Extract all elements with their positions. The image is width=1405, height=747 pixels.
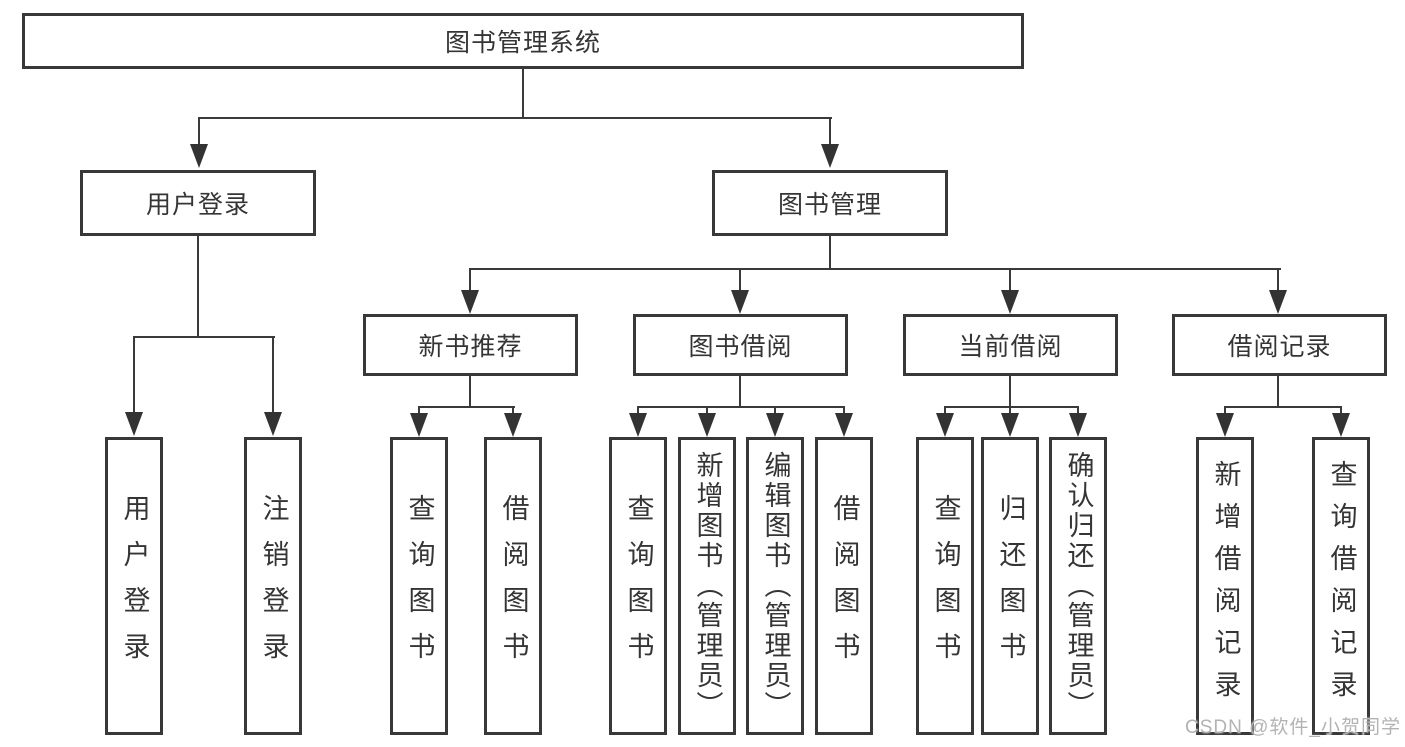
arrow-down-icon [766, 413, 784, 437]
leaf-borrow-books: 借阅图书 [815, 437, 873, 735]
leaf-query-books-recommend: 查询图书 [390, 437, 448, 735]
node-user-login: 用户登录 [80, 170, 316, 236]
connector-line [1009, 376, 1011, 407]
leaf-query-books-current: 查询图书 [916, 437, 974, 735]
leaf-user-login: 用户登录 [105, 437, 163, 735]
node-label: 当前借阅 [958, 333, 1063, 361]
connector-line [133, 336, 275, 338]
node-label: 图书管理 [777, 191, 882, 219]
connector-line [1009, 406, 1011, 415]
connector-line [1077, 406, 1079, 415]
connector-line [133, 336, 135, 412]
connector-line [1224, 406, 1226, 415]
arrow-down-icon [461, 290, 479, 314]
arrow-down-icon [264, 412, 282, 436]
leaf-add-book-admin: 新增图书（管理员） [678, 437, 736, 735]
node-label: 新增图书（管理员） [692, 451, 723, 721]
arrow-down-icon [1269, 290, 1287, 314]
arrow-down-icon [1216, 413, 1234, 437]
connector-line [198, 117, 832, 119]
arrow-down-icon [698, 413, 716, 437]
arrow-down-icon [504, 413, 522, 437]
arrow-down-icon [731, 290, 749, 314]
node-label: 图书管理系统 [444, 29, 601, 57]
connector-line [418, 406, 515, 408]
csdn-watermark: CSDN @软件_小贺同学 [1185, 717, 1401, 738]
connector-line [637, 406, 639, 415]
node-current-borrowing: 当前借阅 [903, 314, 1118, 376]
connector-line [272, 336, 274, 412]
connector-line [829, 117, 831, 146]
connector-line [418, 406, 420, 415]
node-label: 借阅记录 [1227, 333, 1332, 361]
connector-line [1277, 376, 1279, 407]
connector-line [1340, 406, 1342, 415]
node-label: 注销登录 [258, 494, 289, 678]
arrow-down-icon [629, 413, 647, 437]
connector-line [1009, 268, 1011, 291]
node-label: 查询图书 [623, 494, 654, 678]
arrow-down-icon [1001, 413, 1019, 437]
connector-line [944, 406, 946, 415]
arrow-down-icon [821, 144, 839, 168]
node-label: 归还图书 [995, 494, 1026, 678]
arrow-down-icon [125, 412, 143, 436]
node-label: 查询图书 [930, 494, 961, 678]
node-label: 图书借阅 [688, 333, 793, 361]
connector-line [706, 406, 708, 415]
node-book-borrowing: 图书借阅 [633, 314, 848, 376]
connector-line [1277, 268, 1279, 291]
leaf-logout: 注销登录 [244, 437, 302, 735]
connector-line [469, 268, 471, 291]
node-label: 借阅图书 [829, 494, 860, 678]
node-label: 编辑图书（管理员） [760, 451, 791, 721]
node-library-management-system: 图书管理系统 [22, 13, 1024, 69]
connector-line [739, 376, 741, 407]
node-label: 查询借阅记录 [1326, 460, 1357, 712]
leaf-confirm-return-admin: 确认归还（管理员） [1049, 437, 1107, 735]
node-borrowing-records: 借阅记录 [1172, 314, 1387, 376]
arrow-down-icon [1001, 290, 1019, 314]
leaf-query-borrow-record: 查询借阅记录 [1312, 437, 1370, 735]
connector-line [1224, 406, 1342, 408]
leaf-query-books-borrowing: 查询图书 [609, 437, 667, 735]
connector-line [637, 406, 845, 408]
node-new-book-recommend: 新书推荐 [363, 314, 578, 376]
arrow-down-icon [835, 413, 853, 437]
node-label: 查询图书 [404, 494, 435, 678]
connector-line [469, 376, 471, 407]
node-label: 用户登录 [145, 191, 250, 219]
leaf-borrow-books-recommend: 借阅图书 [484, 437, 542, 735]
node-label: 确认归还（管理员） [1063, 451, 1094, 721]
arrow-down-icon [410, 413, 428, 437]
connector-line [512, 406, 514, 415]
node-label: 新书推荐 [418, 333, 523, 361]
connector-line [739, 268, 741, 291]
connector-line [522, 69, 524, 118]
connector-line [944, 406, 1079, 408]
arrow-down-icon [936, 413, 954, 437]
arrow-down-icon [1332, 413, 1350, 437]
leaf-return-books: 归还图书 [981, 437, 1039, 735]
arrow-down-icon [1069, 413, 1087, 437]
node-label: 用户登录 [119, 494, 150, 678]
node-book-management: 图书管理 [712, 170, 948, 236]
arrow-down-icon [190, 144, 208, 168]
connector-line [198, 117, 200, 146]
connector-line [197, 236, 199, 337]
connector-line [469, 268, 1281, 270]
node-label: 借阅图书 [498, 494, 529, 678]
leaf-add-borrow-record: 新增借阅记录 [1196, 437, 1254, 735]
connector-line [843, 406, 845, 415]
connector-line [774, 406, 776, 415]
node-label: 新增借阅记录 [1210, 460, 1241, 712]
leaf-edit-book-admin: 编辑图书（管理员） [746, 437, 804, 735]
connector-line [829, 236, 831, 270]
